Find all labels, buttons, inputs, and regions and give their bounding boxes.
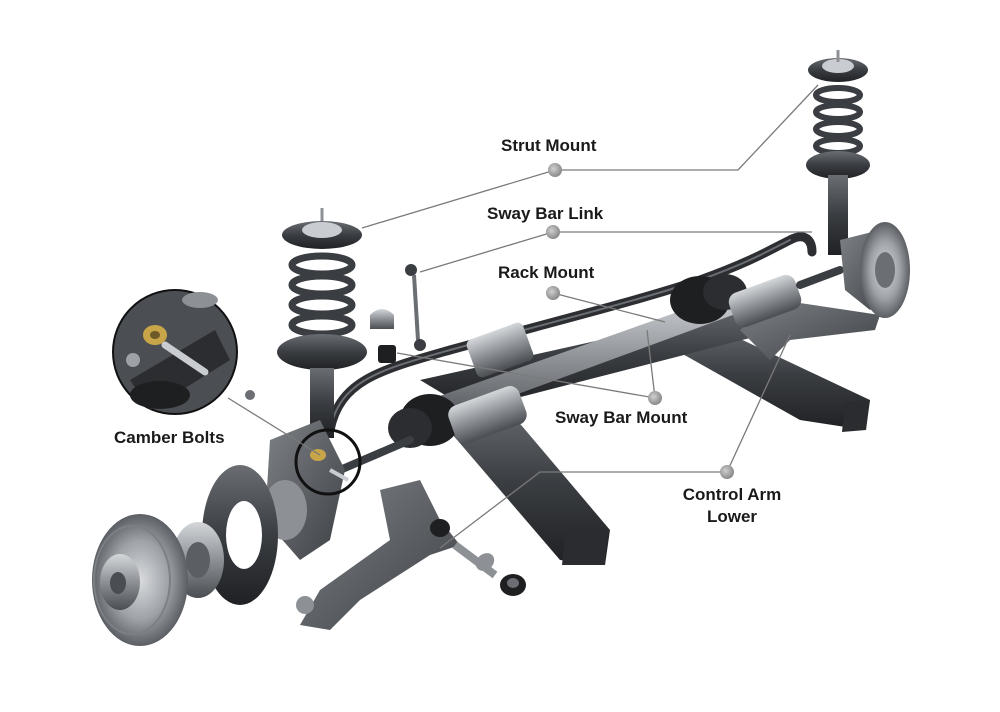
camber-bolts-inset — [112, 289, 238, 415]
leader-strut-mount — [361, 84, 819, 229]
label-sway-bar-mount: Sway Bar Mount — [555, 408, 688, 427]
subframe-rail-left — [440, 400, 610, 565]
strut-assembly-left — [263, 208, 367, 560]
steering-rack — [336, 266, 844, 474]
leader-rack-mount — [552, 292, 666, 323]
label-rack-mount: Rack Mount — [498, 263, 595, 282]
leader-control-arm — [439, 334, 791, 549]
coil-spring-left — [288, 252, 356, 338]
dot-strut-mount — [548, 163, 562, 177]
label-control-arm-line2: Lower — [706, 507, 758, 526]
leader-sway-bar-link — [419, 231, 812, 273]
camber-bolt-highlight — [294, 428, 362, 496]
leader-dots — [546, 163, 734, 479]
sway-bar-link-part — [405, 264, 426, 351]
camber-bolt-nut — [245, 390, 255, 400]
coil-spring-right — [813, 85, 863, 156]
label-strut-mount: Strut Mount — [501, 136, 597, 155]
dot-rack-mount — [546, 286, 560, 300]
rack-boot-left — [388, 394, 460, 448]
dot-sway-bar-mount — [648, 391, 662, 405]
control-arm-lower-left — [296, 480, 526, 630]
leader-camber-bolts — [227, 397, 321, 456]
dot-control-arm — [720, 465, 734, 479]
label-control-arm: Control Arm Lower — [672, 484, 792, 528]
label-sway-bar-link: Sway Bar Link — [487, 204, 604, 223]
brake-rotor — [92, 514, 188, 646]
sway-bar-bushing-parts — [370, 309, 396, 363]
label-camber-bolts: Camber Bolts — [114, 428, 225, 447]
dot-sway-bar-link — [546, 225, 560, 239]
label-control-arm-line1: Control Arm — [682, 485, 782, 504]
strut-assembly-right — [806, 50, 910, 318]
